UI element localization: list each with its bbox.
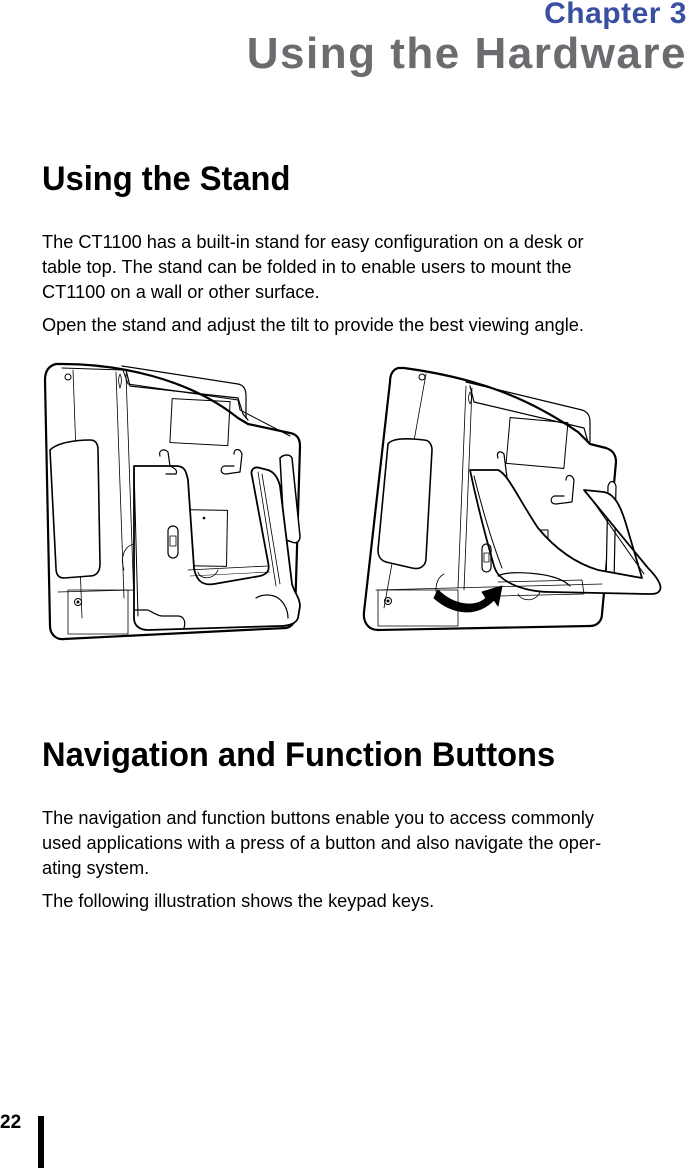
paragraph-line: used applications with a press of a butt… [42, 833, 602, 853]
paragraph-line: ating system. [42, 858, 150, 878]
chapter-title: Using the Hardware [246, 29, 687, 78]
section-heading-using-the-stand: Using the Stand [42, 160, 291, 198]
section-heading-navigation-and-function-buttons: Navigation and Function Buttons [42, 736, 556, 774]
figure-stand-folded [38, 358, 308, 643]
paragraph-line: table top. The stand can be folded in to… [42, 257, 572, 277]
page-rule-divider [38, 1116, 44, 1168]
chapter-label: Chapter 3 [544, 0, 687, 30]
paragraph-stand-instruction: Open the stand and adjust the tilt to pr… [42, 313, 662, 338]
paragraph-stand-description: The CT1100 has a built-in stand for easy… [42, 230, 662, 305]
paragraph-line: The following illustration shows the key… [42, 891, 435, 911]
paragraph-line: CT1100 on a wall or other surface. [42, 282, 320, 302]
paragraph-keypad-intro: The following illustration shows the key… [42, 889, 662, 914]
page-number: 22 [0, 1112, 22, 1133]
paragraph-line: Open the stand and adjust the tilt to pr… [42, 315, 584, 335]
paragraph-line: The CT1100 has a built-in stand for easy… [42, 232, 584, 252]
paragraph-line: The navigation and function buttons enab… [42, 808, 595, 828]
figure-stand-open [358, 358, 668, 643]
paragraph-navigation-description: The navigation and function buttons enab… [42, 806, 662, 881]
rotate-arrow-icon [433, 585, 503, 613]
